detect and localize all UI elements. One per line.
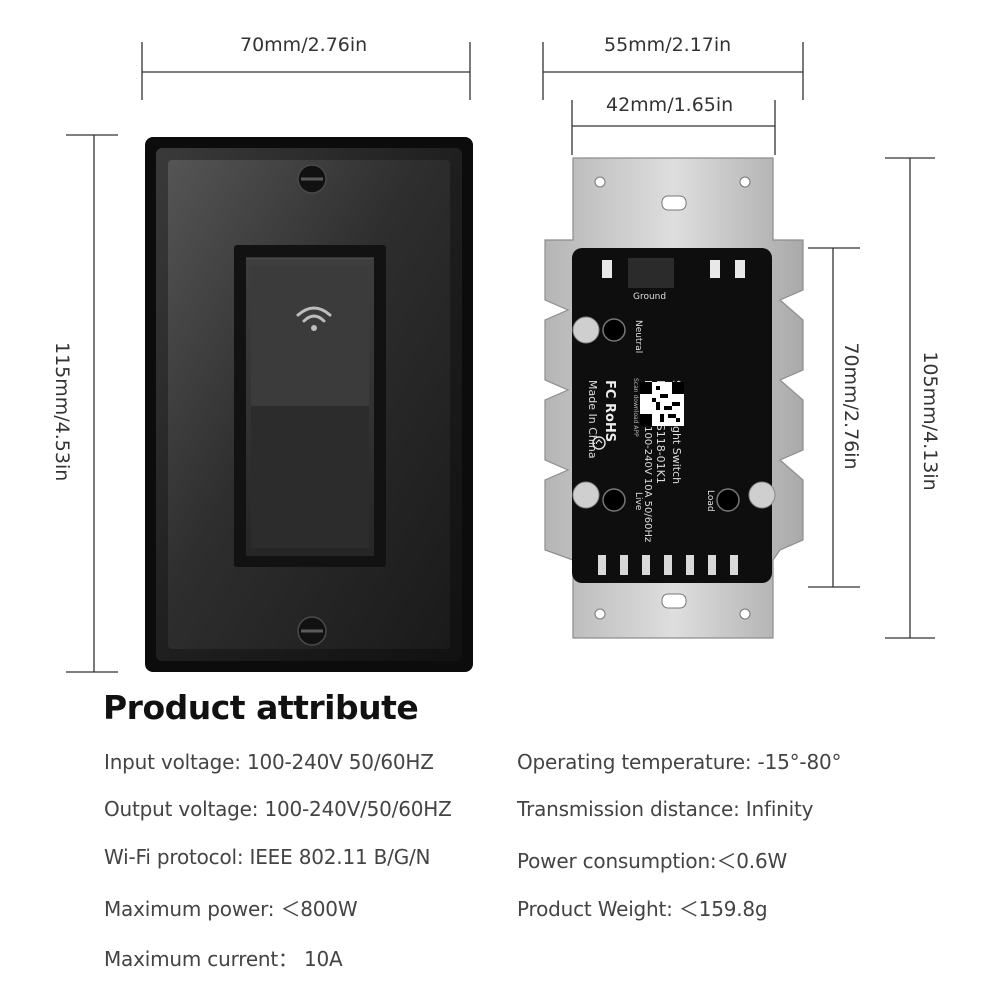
- module-load-label: Load: [705, 490, 715, 512]
- module-inner-width-label: 42mm/1.65in: [606, 94, 734, 116]
- attr-operating-temperature: Operating temperature: -15°-80°: [517, 750, 842, 774]
- wifi-icon: [296, 306, 332, 331]
- recycle-icon: [592, 436, 606, 450]
- module-neutral-label: Neutral: [633, 320, 643, 354]
- attr-wifi-protocol: Wi-Fi protocol: IEEE 802.11 B/G/N: [104, 845, 431, 869]
- attr-power-consumption: Power consumption:＜0.6W: [517, 849, 788, 873]
- module-ground-label: Ground: [633, 292, 667, 302]
- screw-icon: [297, 164, 327, 194]
- attr-output-voltage: Output voltage: 100-240V/50/60HZ: [104, 797, 452, 821]
- module-live-label: Live: [633, 492, 643, 511]
- attr-input-voltage: Input voltage: 100-240V 50/60HZ: [104, 750, 434, 774]
- module-certs: FC RoHS: [602, 380, 617, 443]
- attr-transmission-distance: Transmission distance: Infinity: [517, 797, 814, 821]
- product-attribute-title: Product attribute: [103, 688, 419, 727]
- module-scan-label: Scan download APP: [632, 378, 639, 437]
- module-label-group: Smart Light Switch Model:SS118-01K1 Inpu…: [575, 292, 775, 550]
- faceplate-width-label: 70mm/2.76in: [240, 34, 368, 56]
- attr-product-weight: Product Weight: ＜159.8g: [517, 897, 768, 921]
- qr-code-icon: [640, 382, 684, 426]
- screw-icon: [297, 616, 327, 646]
- module-outer-width-label: 55mm/2.17in: [604, 34, 732, 56]
- attr-maximum-power: Maximum power: ＜800W: [104, 897, 358, 921]
- attr-maximum-current: Maximum current： 10A: [104, 947, 343, 971]
